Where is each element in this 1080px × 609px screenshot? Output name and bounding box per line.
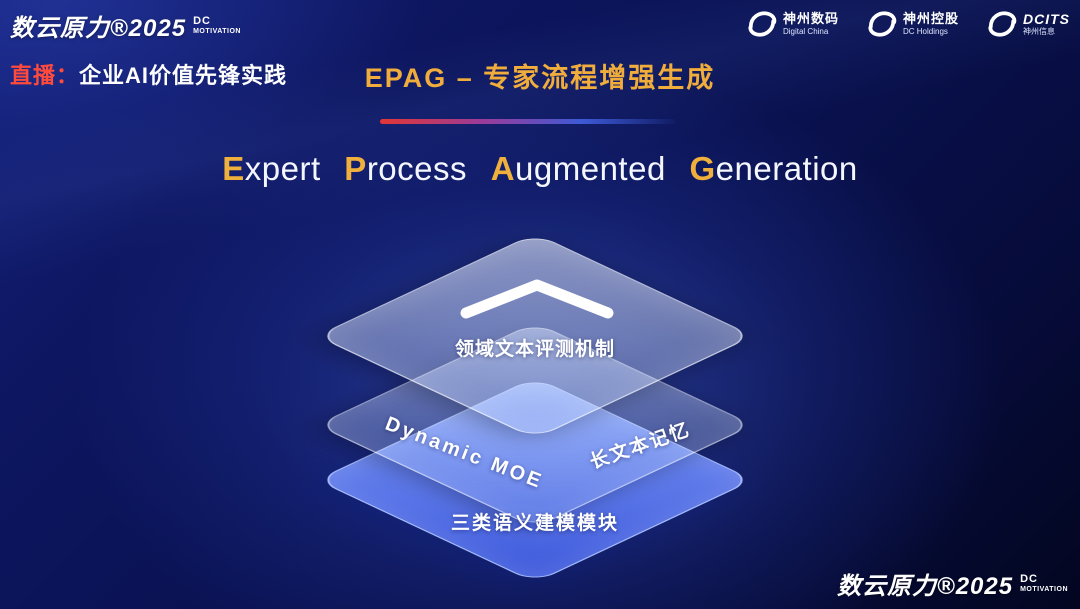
title-word: Generation — [689, 150, 858, 187]
partner-name: 神州控股 — [902, 10, 959, 26]
brand-name: 数云原力®2025 — [837, 573, 1014, 600]
title-word: Process — [344, 150, 468, 187]
brand-subtitle: DC MOTIVATION — [193, 15, 241, 35]
title-word: Augmented — [490, 150, 666, 187]
swoosh-logo-icon — [868, 11, 897, 37]
brand-logo-footer: 数云原力®2025 DC MOTIVATION — [837, 566, 1068, 601]
partner-subtitle: DC Holdings — [902, 26, 948, 36]
brand-subtitle: DC MOTIVATION — [1020, 573, 1068, 593]
partner-dc-holdings: 神州控股 DC Holdings — [867, 9, 959, 39]
page-title-cn: EPAG – 专家流程增强生成 — [364, 63, 716, 93]
partner-subtitle: Digital China — [782, 26, 829, 36]
partner-logos: 神州数码 Digital China 神州控股 DC Holdings DCIT… — [747, 9, 1070, 39]
partner-subtitle: 神州信息 — [1023, 27, 1055, 37]
swoosh-logo-icon — [748, 11, 777, 37]
brand-sub-line1: DC — [1020, 573, 1038, 586]
live-caption: 直播：企业AI价值先锋实践 — [10, 58, 287, 90]
brand-sub-line2: MOTIVATION — [193, 27, 241, 35]
partner-name: 神州数码 — [782, 10, 839, 26]
gradient-divider — [380, 119, 676, 124]
brand-sub-line2: MOTIVATION — [1020, 585, 1068, 593]
partner-dcits: DCITS 神州信息 — [987, 9, 1070, 39]
brand-name: 数云原力®2025 — [10, 15, 187, 42]
brand-logo: 数云原力®2025 DC MOTIVATION — [10, 8, 241, 43]
partner-digital-china: 神州数码 Digital China — [747, 9, 839, 39]
page-title-en: Expert Process Augmented Generation — [0, 150, 1080, 188]
chevron-up-icon — [460, 279, 614, 319]
live-caption-text: 企业AI价值先锋实践 — [79, 63, 288, 88]
brand-sub-line1: DC — [193, 15, 211, 28]
diagram-label-bottom: 三类语义建模模块 — [450, 513, 619, 534]
diagram-label-top: 领域文本评测机制 — [454, 339, 615, 360]
title-word: Expert — [222, 150, 321, 187]
live-caption-prefix: 直播： — [10, 63, 80, 88]
swoosh-logo-icon — [988, 11, 1017, 37]
partner-name: DCITS — [1023, 11, 1070, 28]
